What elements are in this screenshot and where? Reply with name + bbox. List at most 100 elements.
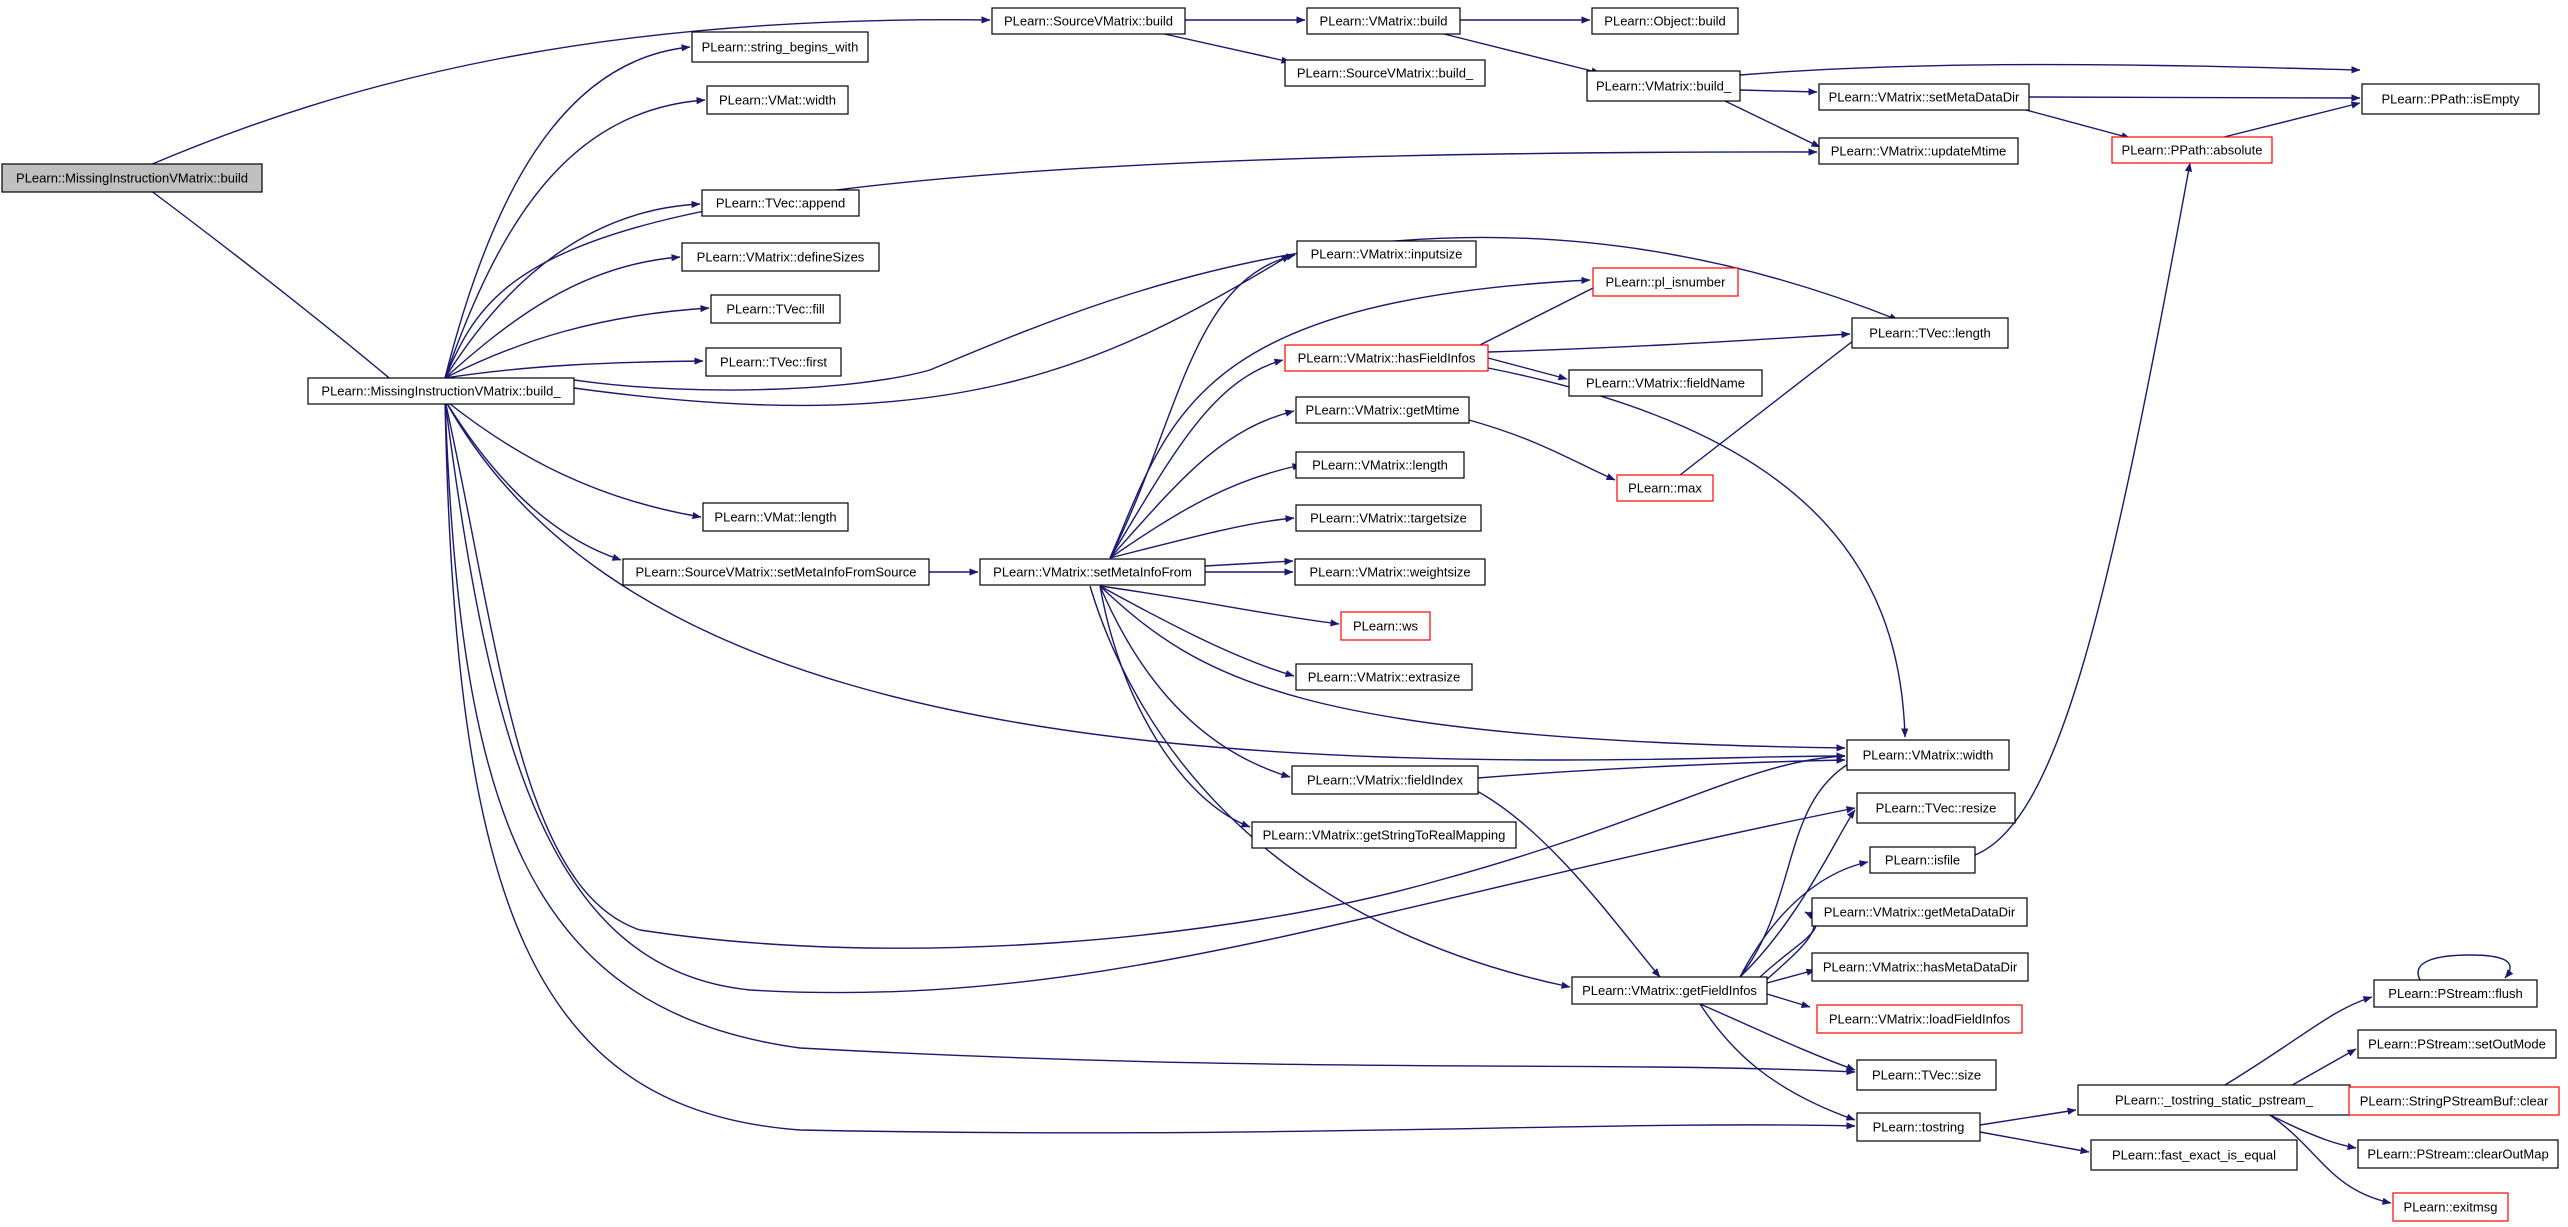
node-tvec-length[interactable]: PLearn::TVec::length: [1851, 317, 2009, 349]
edge: [444, 44, 691, 379]
edge: [444, 399, 622, 561]
node-box: [1, 163, 263, 193]
node-box: [2357, 1029, 2557, 1059]
node-label: PLearn::VMatrix::fieldName: [1586, 376, 1745, 391]
edge: [2014, 106, 2131, 140]
node-box: [1568, 369, 1763, 397]
node-setoutmode[interactable]: PLearn::PStream::setOutMode: [2357, 1029, 2557, 1059]
node-box: [2348, 1086, 2560, 1116]
edge: [2417, 954, 2514, 981]
edge: [1739, 63, 2361, 76]
node-build[interactable]: PLearn::MissingInstructionVMatrix::build: [1, 163, 263, 193]
node-plisnumber[interactable]: PLearn::pl_isnumber: [1592, 267, 1739, 297]
node-setmetainfofrom[interactable]: PLearn::VMatrix::setMetaInfoFrom: [979, 558, 1206, 586]
node-label: PLearn::VMatrix::width: [1863, 748, 1994, 763]
node-extrasize[interactable]: PLearn::VMatrix::extrasize: [1295, 663, 1473, 691]
node-isempty[interactable]: PLearn::PPath::isEmpty: [2361, 83, 2540, 115]
node-hasfieldinfos[interactable]: PLearn::VMatrix::hasFieldInfos: [1284, 344, 1489, 372]
node-box: [622, 558, 930, 586]
edge: [1468, 419, 1616, 481]
node-build-[interactable]: PLearn::MissingInstructionVMatrix::build…: [307, 377, 575, 405]
node-label: PLearn::PPath::isEmpty: [2381, 92, 2520, 107]
edge: [1739, 860, 1869, 978]
node-exitmsg[interactable]: PLearn::exitmsg: [2392, 1192, 2509, 1222]
node-box: [705, 347, 842, 377]
edge: [2219, 101, 2361, 139]
edge: [1099, 585, 1340, 627]
node-label: PLearn::TVec::length: [1869, 326, 1990, 341]
node-append[interactable]: PLearn::TVec::append: [701, 189, 860, 217]
node-label: PLearn::string_begins_with: [702, 40, 859, 55]
node-box: [307, 377, 575, 405]
node-vm-build-[interactable]: PLearn::VMatrix::build_: [1586, 70, 1741, 102]
node-box: [1295, 396, 1470, 424]
node-box: [1869, 846, 1976, 874]
node-vm-width[interactable]: PLearn::VMatrix::width: [1846, 739, 2010, 771]
node-spsbclear[interactable]: PLearn::StringPStreamBuf::clear: [2348, 1086, 2560, 1116]
edge: [2028, 94, 2361, 102]
node-setmetainfofromsource[interactable]: PLearn::SourceVMatrix::setMetaInfoFromSo…: [622, 558, 930, 586]
node-updatemtime[interactable]: PLearn::VMatrix::updateMtime: [1818, 137, 2019, 165]
node-vm-length[interactable]: PLearn::VMatrix::length: [1295, 451, 1465, 479]
edge: [1089, 585, 1571, 989]
node-inputsize[interactable]: PLearn::VMatrix::inputsize: [1296, 240, 1477, 268]
node-label: PLearn::TVec::size: [1872, 1068, 1981, 1083]
node-isfile[interactable]: PLearn::isfile: [1869, 846, 1976, 874]
node-tvec-size[interactable]: PLearn::TVec::size: [1856, 1059, 1997, 1091]
node-obj-build[interactable]: PLearn::Object::build: [1591, 7, 1739, 35]
node-getstrmap[interactable]: PLearn::VMatrix::getStringToRealMapping: [1251, 821, 1517, 849]
node-svm-build-[interactable]: PLearn::SourceVMatrix::build_: [1284, 59, 1486, 87]
node-fastequal[interactable]: PLearn::fast_exact_is_equal: [2090, 1139, 2298, 1171]
node-resize[interactable]: PLearn::TVec::resize: [1856, 792, 2016, 824]
node-fieldindex[interactable]: PLearn::VMatrix::fieldIndex: [1291, 765, 1479, 795]
node-box: [1592, 267, 1739, 297]
node-flush[interactable]: PLearn::PStream::flush: [2373, 979, 2538, 1008]
edge: [1766, 993, 1811, 1008]
node-max[interactable]: PLearn::max: [1616, 474, 1714, 502]
edge: [2219, 996, 2373, 1089]
node-box: [1818, 83, 2030, 111]
node-box: [2090, 1139, 2298, 1171]
edge: [1109, 409, 1295, 559]
node-weightsize[interactable]: PLearn::VMatrix::weightsize: [1294, 558, 1486, 586]
node-box: [1586, 70, 1741, 102]
node-label: PLearn::VMatrix::hasMetaDataDir: [1823, 960, 2018, 975]
node-strbegins[interactable]: PLearn::string_begins_with: [691, 31, 869, 63]
node-fieldname[interactable]: PLearn::VMatrix::fieldName: [1568, 369, 1763, 397]
node-definesizes[interactable]: PLearn::VMatrix::defineSizes: [681, 242, 880, 272]
node-getfieldinfos[interactable]: PLearn::VMatrix::getFieldInfos: [1571, 976, 1768, 1005]
node-getmtime[interactable]: PLearn::VMatrix::getMtime: [1295, 396, 1470, 424]
node-box: [1811, 952, 2029, 982]
node-first[interactable]: PLearn::TVec::first: [705, 347, 842, 377]
node-box: [2357, 1139, 2559, 1169]
node-label: PLearn::VMatrix::build_: [1596, 79, 1732, 94]
node-tostring[interactable]: PLearn::tostring: [1856, 1112, 1981, 1142]
node-vm-build[interactable]: PLearn::VMatrix::build: [1306, 7, 1461, 35]
node-targetsize[interactable]: PLearn::VMatrix::targetsize: [1295, 504, 1482, 532]
node-vmat-width[interactable]: PLearn::VMat::width: [706, 85, 849, 115]
node-label: PLearn::VMatrix::weightsize: [1309, 565, 1470, 580]
node-absolute[interactable]: PLearn::PPath::absolute: [2111, 136, 2273, 164]
node-getmetadatadir[interactable]: PLearn::VMatrix::getMetaDataDir: [1811, 897, 2028, 927]
node-label: PLearn::StringPStreamBuf::clear: [2360, 1094, 2549, 1109]
node-label: PLearn::PStream::setOutMode: [2368, 1037, 2546, 1052]
node-loadfieldinfos[interactable]: PLearn::VMatrix::loadFieldInfos: [1816, 1004, 2023, 1034]
edge: [444, 254, 681, 379]
node-setmetadatadir[interactable]: PLearn::VMatrix::setMetaDataDir: [1818, 83, 2030, 111]
node-box: [1811, 897, 2028, 927]
node-box: [1571, 976, 1768, 1005]
node-label: PLearn::VMatrix::extrasize: [1308, 670, 1460, 685]
edge: [1699, 1003, 1856, 1121]
node-fill[interactable]: PLearn::TVec::fill: [710, 294, 841, 324]
node-box: [1851, 317, 2009, 349]
node-clearoutmap[interactable]: PLearn::PStream::clearOutMap: [2357, 1139, 2559, 1169]
edge: [1487, 330, 1851, 353]
node-box: [991, 7, 1186, 35]
node-vmat-length[interactable]: PLearn::VMat::length: [702, 502, 849, 532]
edge: [444, 304, 710, 379]
node-hasmetadatadir[interactable]: PLearn::VMatrix::hasMetaDataDir: [1811, 952, 2029, 982]
node-svm-build[interactable]: PLearn::SourceVMatrix::build: [991, 7, 1186, 35]
node-ws[interactable]: PLearn::ws: [1340, 611, 1431, 641]
node-tostring-static[interactable]: PLearn::_tostring_static_pstream_: [2077, 1084, 2351, 1116]
